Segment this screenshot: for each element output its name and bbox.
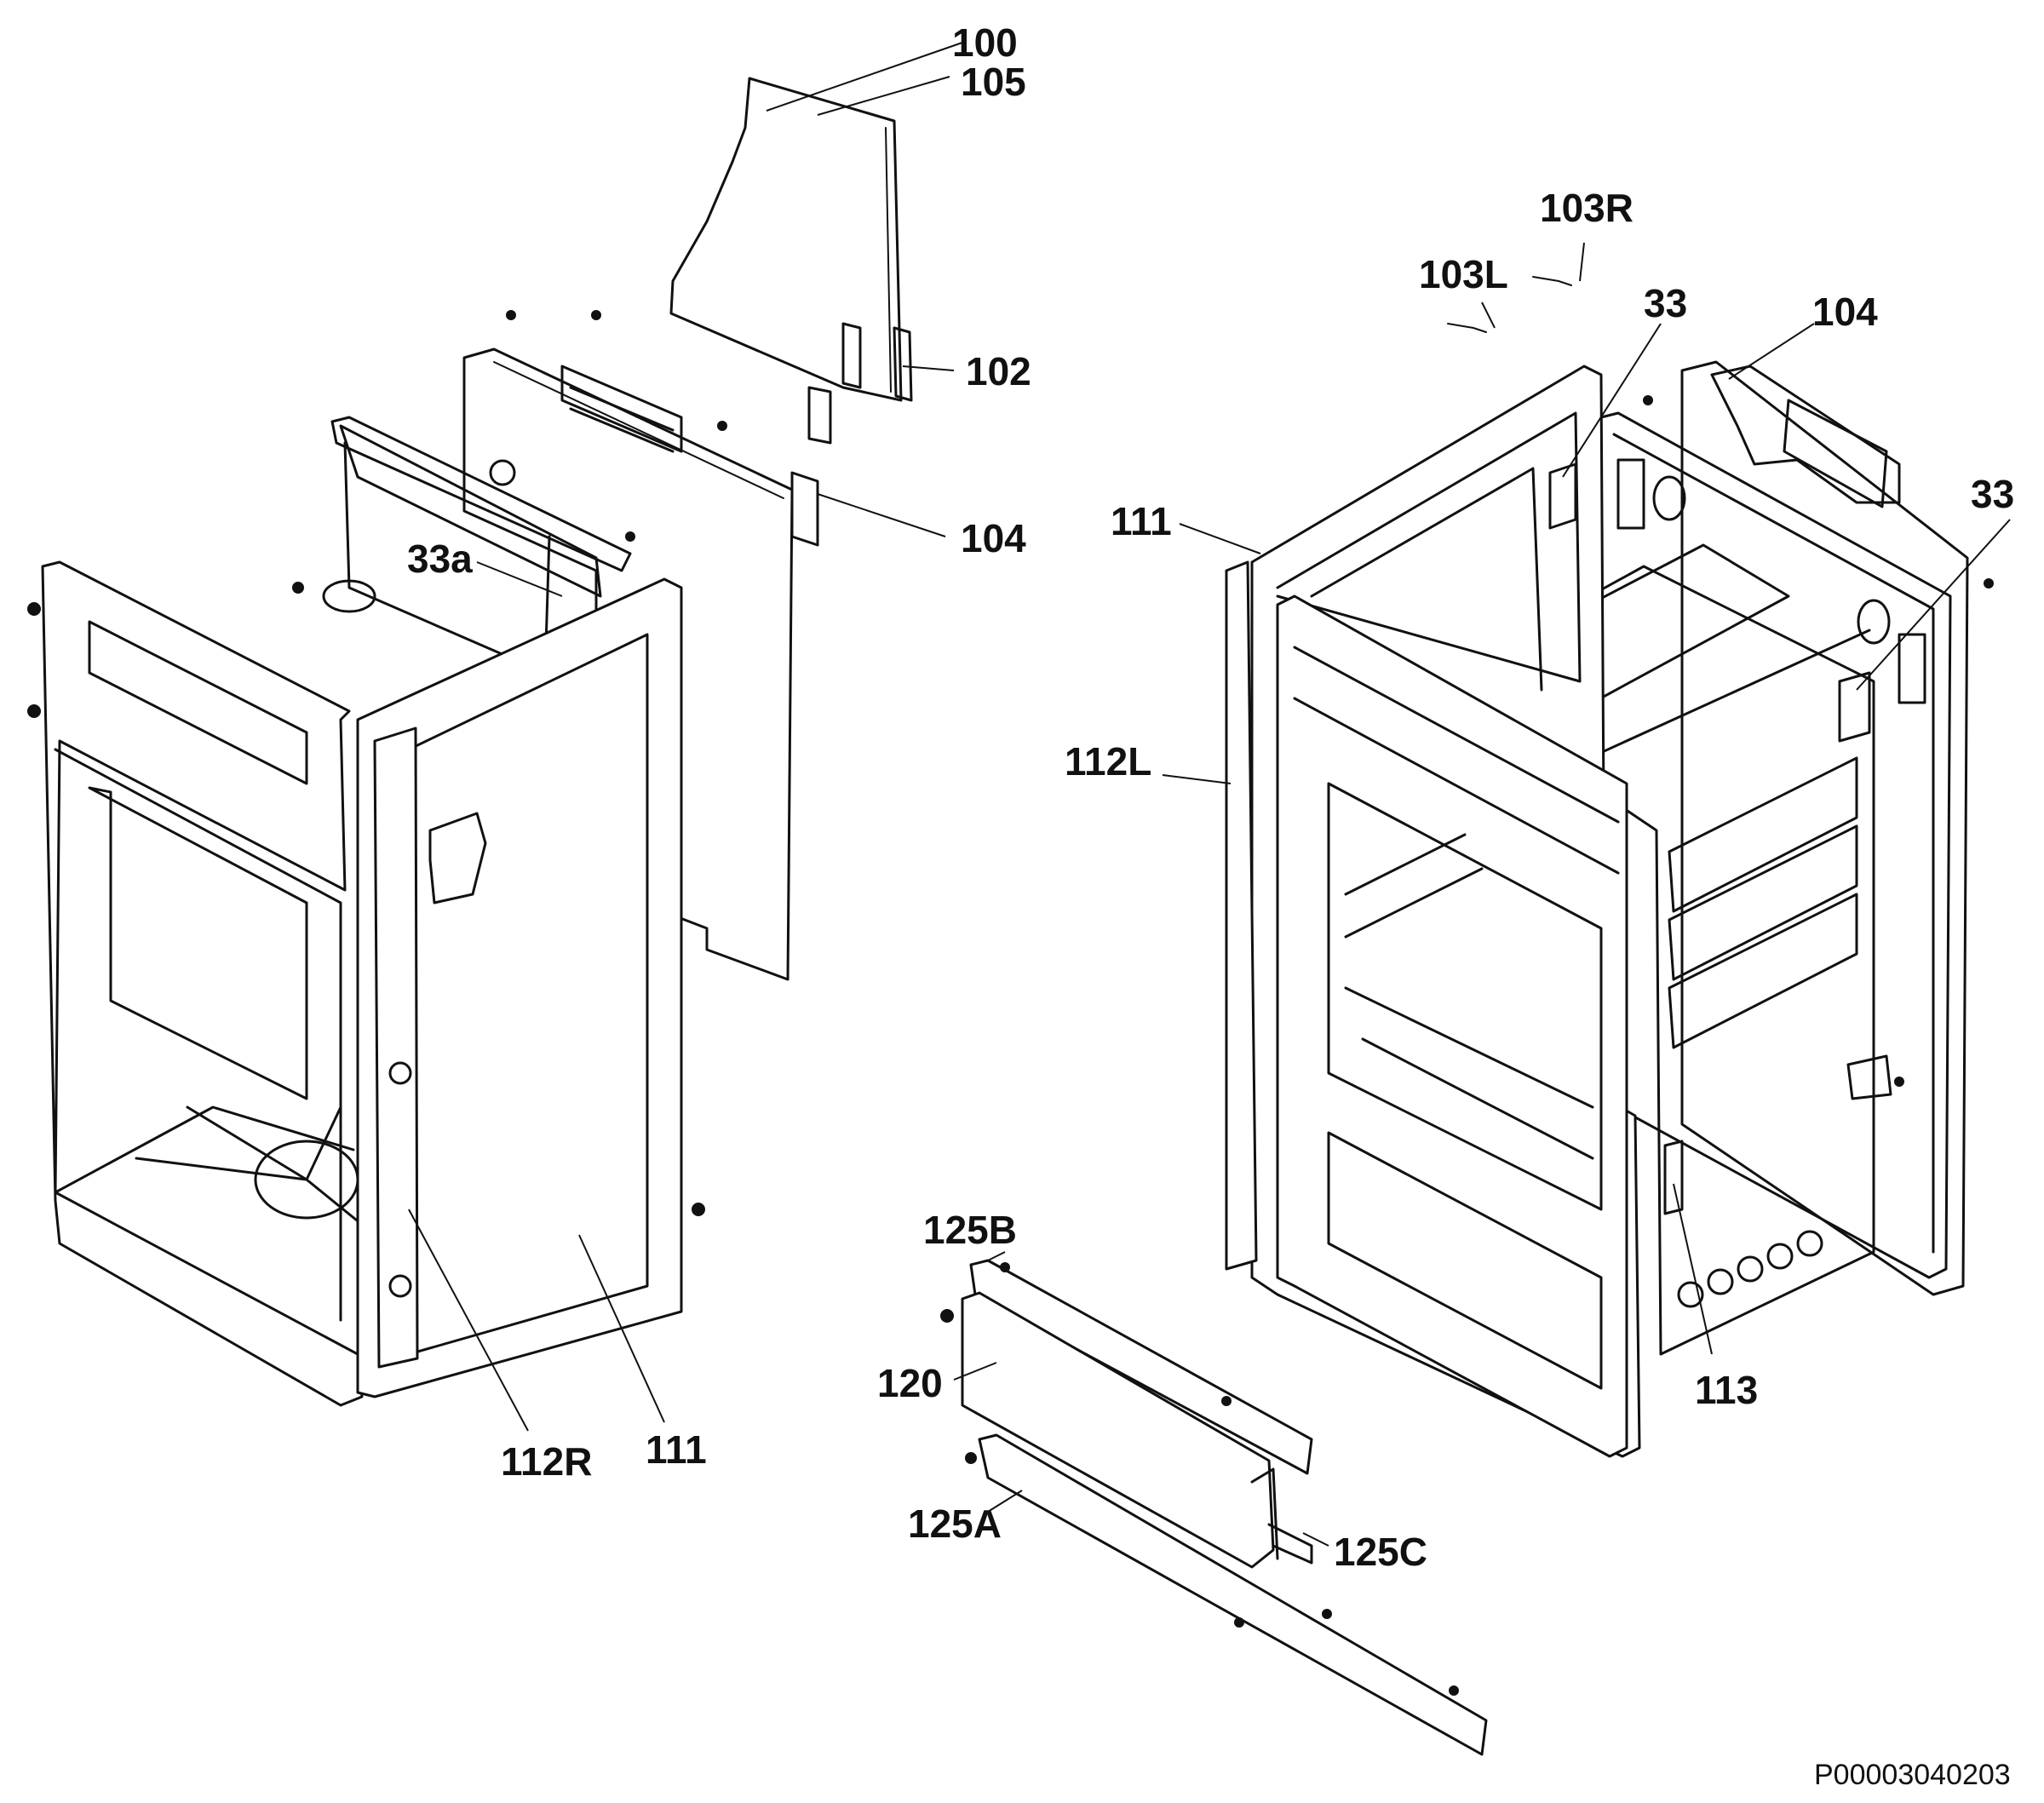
leader-lines: [408, 42, 2011, 1547]
front-trim-assembly: [940, 1259, 1488, 1756]
label-112R: 112R: [501, 1439, 592, 1484]
label-33-top: 33: [1644, 281, 1687, 325]
label-120: 120: [877, 1361, 943, 1405]
drawing-code: P00003040203: [1814, 1759, 2011, 1791]
right-oven-housing: [1225, 276, 1994, 1458]
label-104-right: 104: [1812, 290, 1878, 334]
trim-125B: [969, 1259, 1313, 1475]
label-100: 100: [952, 20, 1018, 65]
label-111-right: 111: [1111, 499, 1172, 543]
label-125C: 125C: [1334, 1530, 1427, 1574]
side-strip-112R: [373, 726, 419, 1369]
top-shelf: [330, 416, 632, 572]
rear-panel-100: [669, 77, 903, 402]
panel-120: [961, 1291, 1275, 1569]
right-rear-panel: [1680, 360, 1969, 1296]
front-frame-111: [356, 577, 683, 1398]
side-strip-112L: [1225, 560, 1258, 1271]
label-33a: 33a: [407, 537, 473, 581]
part-labels: 100 105 102 104 33a 112R 111 103R 103L 3…: [407, 20, 2014, 1791]
label-103R: 103R: [1540, 186, 1633, 230]
label-103L: 103L: [1419, 252, 1508, 296]
label-111-left: 111: [646, 1427, 707, 1472]
oven-opening: [1327, 782, 1603, 1211]
left-side-panel: [41, 560, 364, 1407]
label-125B: 125B: [923, 1208, 1017, 1252]
label-125A: 125A: [908, 1502, 1002, 1546]
label-113: 113: [1695, 1368, 1758, 1412]
label-102: 102: [966, 349, 1031, 393]
back-plate: [462, 347, 794, 981]
oven-cavity: [1433, 565, 1875, 1356]
left-oven-housing: [27, 77, 913, 1407]
vent-handle: [1783, 399, 1888, 508]
door-hinge-left: [428, 812, 487, 904]
label-104-left: 104: [961, 516, 1026, 560]
label-112L: 112L: [1065, 739, 1151, 784]
trim-125A: [978, 1433, 1488, 1756]
label-105: 105: [961, 60, 1026, 104]
hinge-113: [1663, 1140, 1684, 1215]
label-33-right: 33: [1971, 472, 2014, 516]
bracket-102: [893, 326, 913, 402]
